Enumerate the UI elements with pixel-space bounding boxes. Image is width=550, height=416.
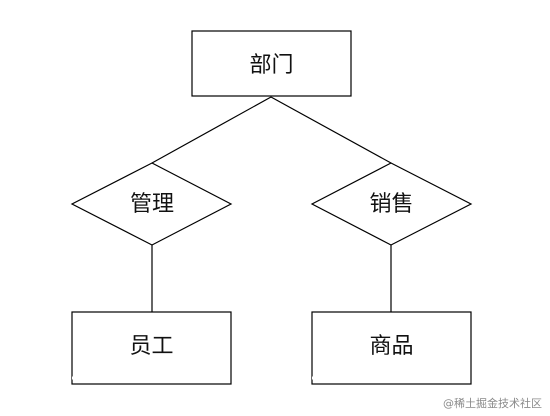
entity-product: 商品 [311,311,472,385]
relationship-manage-label: 管理 [130,192,174,217]
entity-department: 部门 [191,30,352,97]
entity-department-label: 部门 [249,53,293,78]
relationship-manage: 管理 [70,162,233,246]
watermark-text: @稀土掘金技术社区 [443,397,542,410]
entity-employee: 员工 [71,311,232,385]
entity-product-label: 商品 [369,334,413,359]
entity-employee-label: 员工 [129,334,173,359]
connector-department-sell [270,96,392,164]
connector-department-manage [151,96,272,164]
relationship-sell-label: 销售 [369,192,413,217]
relationship-sell: 销售 [310,162,473,246]
